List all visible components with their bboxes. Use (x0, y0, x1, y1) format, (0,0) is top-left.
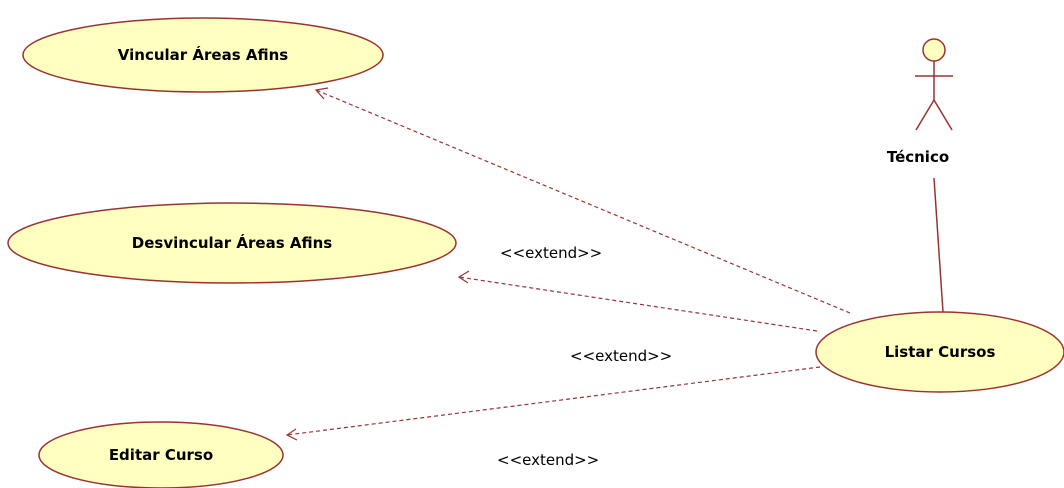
extend-to-vincular[interactable] (314, 87, 851, 314)
use-case-listar-cursos[interactable]: Listar Cursos (815, 311, 1064, 393)
use-case-desvincular-label: Desvincular Áreas Afins (132, 233, 332, 252)
use-case-vincular-ellipse (22, 17, 384, 93)
extend-line-editar (286, 366, 821, 436)
extend-to-editar[interactable] (285, 366, 821, 441)
use-case-editar-label: Editar Curso (109, 446, 213, 464)
use-case-desvincular-ellipse (7, 202, 457, 284)
use-case-desvincular-areas-afins[interactable]: Desvincular Áreas Afins (7, 202, 457, 284)
actor-left-leg (915, 99, 935, 131)
use-case-editar-curso[interactable]: Editar Curso (38, 421, 284, 488)
actor-label: Técnico (887, 148, 949, 166)
arrow-head-vincular (314, 87, 329, 100)
extend-label-2: <<extend>> (570, 347, 672, 365)
use-case-vincular-label: Vincular Áreas Afins (118, 45, 288, 64)
extend-line-vincular (315, 89, 851, 314)
use-case-vincular-areas-afins[interactable]: Vincular Áreas Afins (22, 17, 384, 93)
extend-label-1: <<extend>> (500, 244, 602, 262)
arrow-head-editar (285, 428, 298, 441)
extend-line-desvincular (458, 276, 818, 332)
actor-tecnico[interactable]: Técnico (887, 38, 953, 166)
arrow-head-desvincular (457, 270, 470, 284)
use-case-editar-ellipse (38, 421, 284, 488)
association-line[interactable] (933, 177, 944, 313)
use-case-listar-label: Listar Cursos (885, 343, 996, 361)
actor-head (922, 38, 946, 62)
use-case-listar-ellipse (815, 311, 1064, 393)
actor-right-leg (933, 99, 953, 131)
extend-to-desvincular[interactable] (457, 270, 818, 332)
extend-label-3: <<extend>> (497, 451, 599, 469)
